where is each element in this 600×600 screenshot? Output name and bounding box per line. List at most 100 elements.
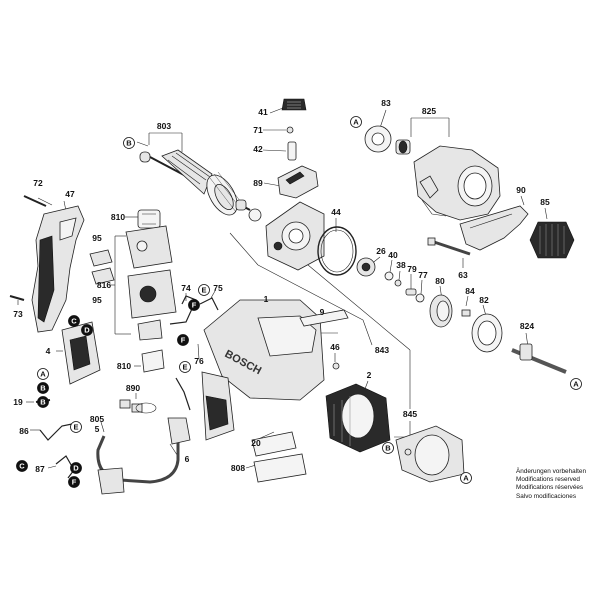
callout-f-cF1: F bbox=[188, 299, 200, 311]
gear-80 bbox=[429, 294, 453, 328]
part-95-bottom bbox=[91, 267, 115, 285]
callout-circle bbox=[177, 334, 189, 346]
callout-b-cB2: B bbox=[37, 382, 49, 394]
callout-circle bbox=[68, 476, 80, 488]
part-number-816: 816 bbox=[97, 280, 111, 290]
callout-a-cA3: A bbox=[37, 368, 49, 380]
callout-b-cB3: B bbox=[37, 396, 49, 408]
armature-803 bbox=[139, 149, 262, 222]
part-number-74: 74 bbox=[181, 283, 191, 293]
callout-circle bbox=[179, 361, 191, 373]
wire-76 bbox=[175, 377, 191, 411]
part-number-810b: 810 bbox=[117, 361, 131, 371]
callout-circle bbox=[37, 382, 49, 394]
part-number-824: 824 bbox=[520, 321, 534, 331]
handle-half-47 bbox=[31, 205, 85, 333]
wire-87 bbox=[55, 455, 75, 479]
part-number-77: 77 bbox=[418, 270, 428, 280]
part-number-71: 71 bbox=[253, 125, 263, 135]
part-number-86: 86 bbox=[19, 426, 29, 436]
plate-808 bbox=[253, 453, 307, 483]
callout-circle bbox=[123, 137, 135, 149]
part-number-95b: 95 bbox=[92, 295, 102, 305]
callout-letter: A bbox=[353, 118, 359, 127]
callout-circle bbox=[37, 396, 49, 408]
callout-circle bbox=[350, 116, 362, 128]
callout-b-cB4: B bbox=[382, 442, 394, 454]
callout-a-cA4: A bbox=[460, 472, 472, 484]
callout-letter: B bbox=[40, 398, 46, 407]
callout-letter: D bbox=[84, 326, 90, 335]
part-number-42: 42 bbox=[253, 144, 263, 154]
module-816 bbox=[125, 225, 177, 341]
part-number-95a: 95 bbox=[92, 233, 102, 243]
callout-circle bbox=[198, 284, 210, 296]
callout-e-cE3: E bbox=[70, 421, 82, 433]
callout-circle bbox=[188, 299, 200, 311]
part-number-75: 75 bbox=[213, 283, 223, 293]
callout-circle bbox=[382, 442, 394, 454]
cap-41 bbox=[281, 98, 307, 111]
ring-38 bbox=[394, 279, 402, 287]
bearing-plate bbox=[265, 201, 325, 271]
part-number-843: 843 bbox=[375, 345, 389, 355]
screw-46 bbox=[332, 362, 340, 370]
part-number-5: 5 bbox=[95, 424, 100, 434]
callout-e-cE1: E bbox=[198, 284, 210, 296]
part-number-83: 83 bbox=[381, 98, 391, 108]
screw-72 bbox=[23, 195, 47, 207]
part-95-top bbox=[89, 249, 113, 267]
part-number-80: 80 bbox=[435, 276, 445, 286]
part-number-89: 89 bbox=[253, 178, 263, 188]
part-number-1: 1 bbox=[264, 294, 269, 304]
note-es: Salvo modificaciones bbox=[516, 492, 577, 500]
callout-letter: E bbox=[73, 423, 78, 432]
chuck-85 bbox=[529, 221, 575, 259]
part-number-82: 82 bbox=[479, 295, 489, 305]
pin-63 bbox=[427, 237, 471, 256]
part-number-79: 79 bbox=[407, 264, 417, 274]
note-fr: Modifications réservées bbox=[516, 484, 584, 492]
callout-c-cC2: C bbox=[16, 460, 28, 472]
part-number-47: 47 bbox=[65, 189, 75, 199]
callout-circle bbox=[37, 368, 49, 380]
callout-f-cF2: F bbox=[177, 334, 189, 346]
callout-letter: D bbox=[73, 464, 79, 473]
part-number-845: 845 bbox=[403, 409, 417, 419]
callout-letter: C bbox=[71, 317, 77, 326]
callout-d-cD2: D bbox=[70, 462, 82, 474]
spindle-824 bbox=[511, 343, 567, 374]
part-number-40: 40 bbox=[388, 250, 398, 260]
brushes-890 bbox=[119, 399, 157, 414]
o-ring-44 bbox=[317, 226, 357, 276]
part-number-63: 63 bbox=[458, 270, 468, 280]
callout-letter: E bbox=[182, 363, 187, 372]
screw-71 bbox=[286, 126, 294, 134]
callout-letter: E bbox=[201, 286, 206, 295]
callout-e-cE2: E bbox=[179, 361, 191, 373]
washer-83 bbox=[364, 125, 392, 153]
part-number-825: 825 bbox=[422, 106, 436, 116]
part-75 bbox=[199, 297, 219, 311]
callout-circle bbox=[70, 462, 82, 474]
part-number-87: 87 bbox=[35, 464, 45, 474]
part-number-803: 803 bbox=[157, 121, 171, 131]
wire-86 bbox=[39, 423, 73, 441]
callout-letter: F bbox=[192, 301, 197, 310]
part-number-85: 85 bbox=[540, 197, 550, 207]
part-number-9: 9 bbox=[320, 307, 325, 317]
callout-circle bbox=[81, 324, 93, 336]
part-number-46: 46 bbox=[330, 342, 340, 352]
part-number-44: 44 bbox=[331, 207, 341, 217]
callout-circle bbox=[70, 421, 82, 433]
callout-circle bbox=[16, 460, 28, 472]
washer-40 bbox=[384, 271, 394, 281]
gear-housing-825 bbox=[413, 145, 501, 221]
note-de: Änderungen vorbehalten bbox=[516, 468, 586, 475]
callout-letter: B bbox=[385, 444, 391, 453]
callout-letter: A bbox=[463, 474, 469, 483]
